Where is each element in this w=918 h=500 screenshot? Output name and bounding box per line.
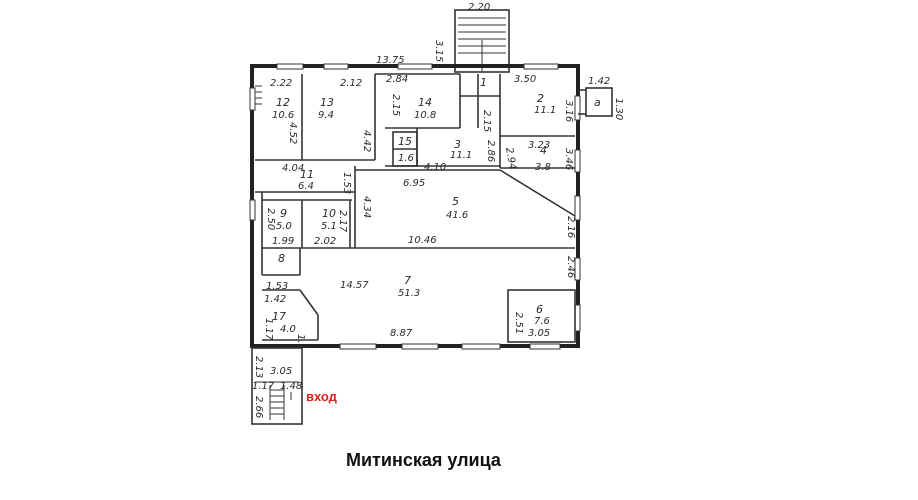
dim-r12-depth: 4.52	[287, 122, 298, 144]
dim-stair-top-depth: 3.15	[433, 40, 444, 62]
dim-r1-depth: 2.15	[481, 110, 492, 132]
dim-r5-right: 2.16	[565, 216, 576, 238]
room-area-4: 3.8	[535, 162, 551, 173]
dim-r6-depth: 2.51	[513, 312, 524, 334]
dim-r17-depth: 1.17	[263, 318, 274, 341]
dim-r17-side: 1.1	[295, 334, 306, 350]
dim-entrance-depth: 2.13	[253, 356, 264, 378]
room-number-a: a	[594, 96, 601, 109]
room-area-15: 1.6	[398, 153, 414, 164]
room-area-2: 11.1	[534, 105, 556, 116]
room-number-15: 15	[398, 135, 412, 148]
room-area-11: 6.4	[298, 181, 314, 192]
left-wall-detail	[255, 85, 262, 105]
dim-r10-width: 2.02	[314, 236, 336, 247]
room-area-14: 10.8	[414, 110, 436, 121]
room-area-13: 9.4	[318, 110, 334, 121]
room-number-13: 13	[320, 96, 334, 109]
dim-annex-depth: 1.30	[613, 98, 624, 120]
room-number-6: 6	[536, 303, 543, 316]
dim-r4-width: 3.23	[528, 140, 550, 151]
dim-r9-depth: 2.50	[265, 208, 276, 230]
dimension-labels: 2.20 3.15 13.75 1.42 1.30 2.22 4.52 2.12…	[252, 2, 624, 418]
dim-r4-depth: 3.46	[563, 148, 574, 170]
outer-walls	[250, 64, 580, 348]
room-area-17: 4.0	[280, 324, 296, 335]
room-area-3: 11.1	[450, 150, 472, 161]
top-staircase	[454, 9, 510, 73]
dim-stair-top-width: 2.20	[468, 2, 490, 13]
street-label: Митинская улица	[346, 450, 501, 470]
room-area-10: 5.1	[321, 221, 337, 232]
room-number-7: 7	[404, 274, 411, 287]
dim-r3-width: 4.10	[424, 162, 446, 173]
room-number-14: 14	[418, 96, 432, 109]
dim-entrance-stair-a: 1.17	[252, 381, 275, 392]
dim-r10-depth: 2.17	[337, 210, 348, 233]
dim-r2-depth: 3.16	[563, 100, 574, 122]
dim-r13-width: 2.12	[340, 78, 362, 89]
dim-r5-bottom: 10.46	[408, 235, 437, 246]
annex-a	[578, 87, 613, 117]
dim-r14-width: 2.84	[386, 74, 408, 85]
dim-r2-width: 3.50	[514, 74, 536, 85]
dim-r6-width: 3.05	[528, 328, 550, 339]
room-number-5: 5	[452, 195, 459, 208]
dim-r11-width: 4.04	[282, 163, 304, 174]
dim-r5-depth: 4.34	[361, 196, 372, 218]
room-number-4: 4	[540, 144, 547, 157]
room-area-7: 51.3	[398, 288, 420, 299]
dim-r3-depth: 2.86	[485, 140, 496, 162]
dim-r17-width: 1.42	[264, 294, 286, 305]
dim-entrance-stair-depth: 2.66	[253, 396, 264, 418]
dim-entrance-stair-b: 1.48	[280, 381, 302, 392]
dim-entrance-width: 3.05	[270, 366, 292, 377]
room-labels: 12 10.6 13 9.4 14 10.8 2 11.1 15 1.6 3 1…	[272, 76, 601, 335]
dim-r14-depth: 2.15	[390, 94, 401, 116]
entrance-label: вход	[306, 389, 337, 404]
room-area-9: 5.0	[276, 221, 292, 232]
room-area-5: 41.6	[446, 210, 468, 221]
dim-r12-width: 2.22	[270, 78, 292, 89]
dim-r5-width: 6.95	[403, 178, 425, 189]
dim-r11-depth: 1.53	[341, 172, 352, 194]
interior-walls	[255, 73, 576, 343]
room-number-2: 2	[537, 92, 544, 105]
dim-r9-width: 1.99	[272, 236, 294, 247]
room-number-17: 17	[272, 310, 286, 323]
room-number-8: 8	[278, 252, 285, 265]
windows	[249, 63, 581, 350]
room-number-3: 3	[454, 138, 461, 151]
room-area-12: 10.6	[272, 110, 294, 121]
dim-r8-width: 1.53	[266, 281, 288, 292]
dim-annex-width: 1.42	[588, 76, 610, 87]
room-number-12: 12	[276, 96, 290, 109]
dim-r7-bottom: 8.87	[390, 328, 413, 339]
room-area-6: 7.6	[534, 316, 550, 327]
room-number-9: 9	[280, 207, 287, 220]
room-number-1: 1	[480, 76, 487, 89]
dim-overall-top: 13.75	[376, 55, 405, 66]
entrance-staircase	[251, 347, 303, 425]
dim-r4-diag: 2.94	[503, 147, 518, 171]
room-number-10: 10	[322, 207, 336, 220]
dim-r13-depth: 4.42	[361, 130, 372, 152]
dim-r7-right: 2.46	[565, 256, 576, 278]
room-number-11: 11	[300, 168, 314, 181]
dim-r7-width: 14.57	[340, 280, 369, 291]
